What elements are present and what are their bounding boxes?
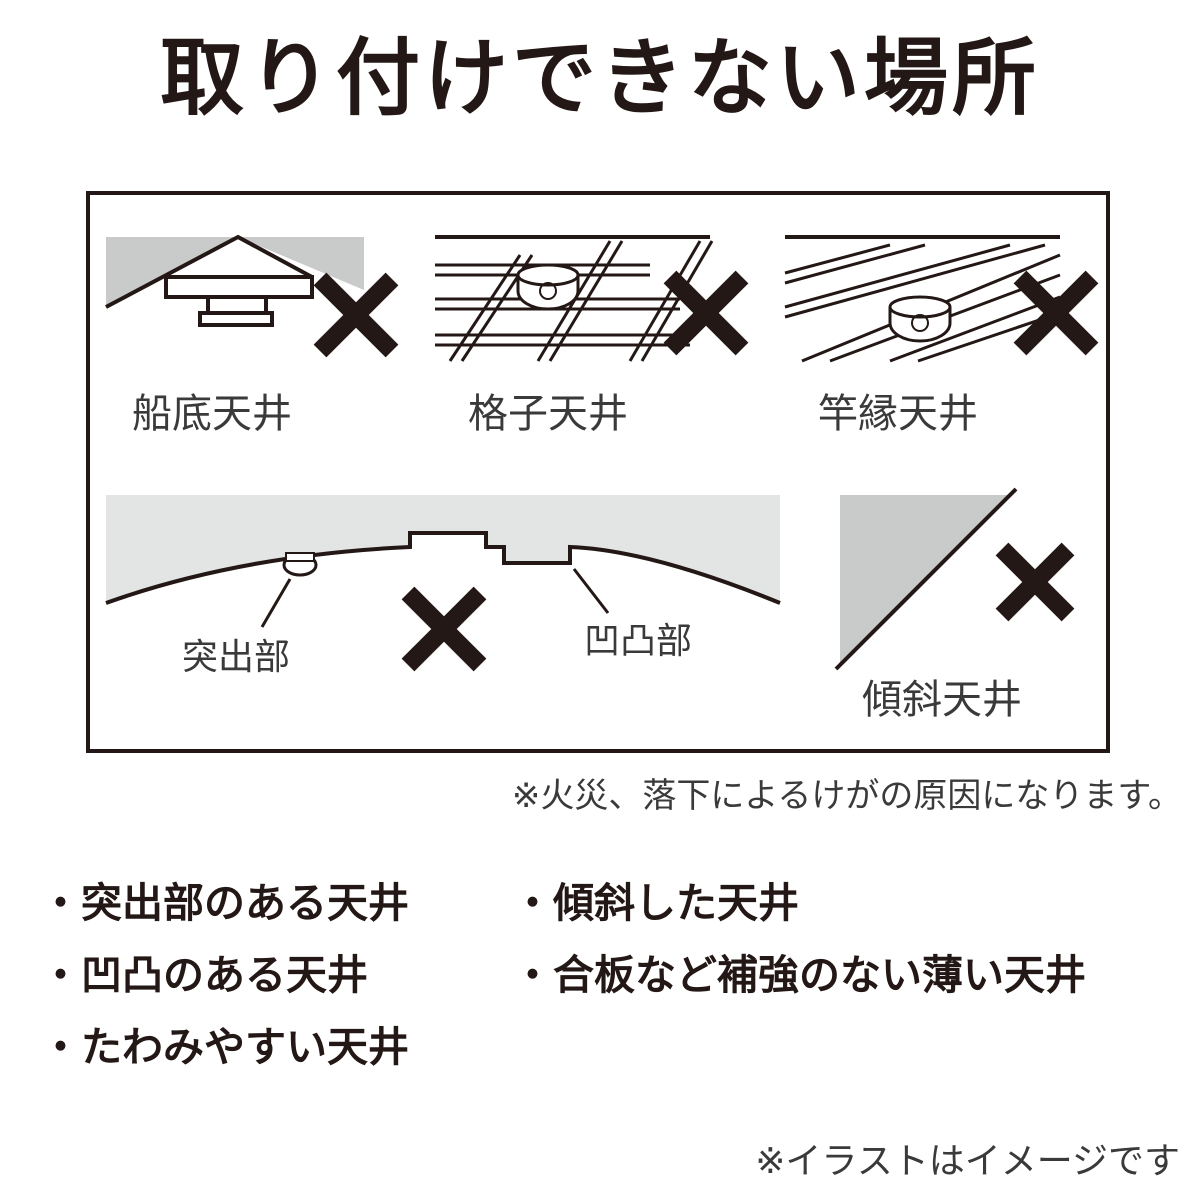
funazoko-ceiling-illustration [105,234,364,327]
list-item: ・たわみやすい天井 [40,1023,409,1071]
ceiling-socket-icon [516,263,580,311]
label-keisha: 傾斜天井 [862,677,1022,723]
warning-note: ※火災、落下によるけがの原因になります。 [511,776,1182,816]
cross-mark-icon [995,542,1075,622]
curved-ceiling-illustration [105,495,781,628]
page-title: 取り付けできない場所 [159,29,1040,127]
cross-mark-icon [401,586,487,672]
ceiling-illustrations [105,234,1099,672]
cross-mark-icon [1013,270,1099,356]
label-koshi: 格子天井 [468,391,628,437]
label-outotsu: 凹凸部 [584,621,693,662]
keisha-ceiling-illustration [834,487,1018,671]
cross-mark-icon [663,270,749,356]
label-tosshutsu: 突出部 [182,637,291,678]
ceiling-socket-icon [888,295,952,343]
illustration-panel: 船底天井 格子天井 竿縁天井 突出部 凹凸部 傾斜天井 [86,191,1110,753]
list-item: ・凹凸のある天井 [40,951,368,999]
list-item: ・合板など補強のない薄い天井 [512,951,1086,999]
list-item: ・突出部のある天井 [40,879,409,927]
label-funazoko: 船底天井 [132,391,292,437]
cross-mark-icon [313,272,399,358]
label-saobuchi: 竿縁天井 [818,391,978,437]
list-item: ・傾斜した天井 [512,879,799,927]
illustration-disclaimer: ※イラストはイメージです [755,1141,1180,1182]
